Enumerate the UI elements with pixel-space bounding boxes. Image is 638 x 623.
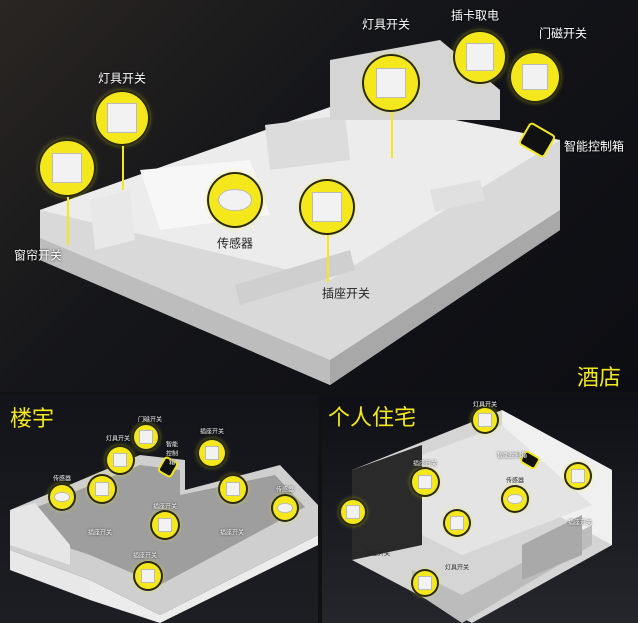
socket-switch-label: 插座开关 [152,503,178,511]
socket-switch-label: 插座开关 [199,428,225,436]
control-box-label: 智能控制箱 [165,441,178,467]
light-switch-label: 灯具开关 [472,401,498,409]
curtain-switch-label: 窗帘开关 [13,248,63,263]
light-switch-icon [364,56,418,110]
light-switch-icon [445,511,469,535]
light-switch-icon [107,447,133,473]
socket-switch-label: 插座开关 [365,550,391,558]
socket-switch-label: 插座开关 [567,519,593,527]
socket-switch-label: 插座开关 [219,529,245,537]
control-box-label: 智能控制箱 [496,452,528,460]
light-switch-label: 灯具开关 [97,71,147,86]
sensor-icon [503,487,527,511]
sensor-icon [209,174,261,226]
door-switch-label: 门磁开关 [137,416,163,424]
hotel-title: 酒店 [577,366,622,391]
socket-switch-icon [152,512,178,538]
sensor-label: 传感器 [505,477,525,485]
light-switch-icon [473,408,497,432]
socket-switch-icon [135,563,161,589]
control-box-label: 智能控制箱 [563,139,625,154]
card-power-icon [455,32,505,82]
socket-switch-icon [199,440,225,466]
socket-switch-label: 插座开关 [87,529,113,537]
light-switch-label: 灯具开关 [361,17,411,32]
building-panel: 楼宇 传感器 灯具开关 门磁开关 智能控制箱 插座开关 传感器 插座开关 插座开… [0,395,318,623]
socket-switch-icon [301,181,353,233]
socket-switch-icon [89,476,115,502]
socket-switch-label: 插座开关 [321,286,371,301]
hotel-floorplan-model [40,40,560,385]
door-switch-icon [511,53,559,101]
door-switch-label: 门磁开关 [538,26,588,41]
leader-line [122,140,124,190]
socket-switch-label: 插座开关 [132,552,158,560]
socket-switch-icon [341,500,365,524]
socket-switch-icon [412,469,438,495]
door-switch-icon [134,425,158,449]
leader-line [327,232,329,282]
sensor-label: 传感器 [275,486,295,494]
light-switch-icon [96,92,148,144]
light-switch-label: 灯具开关 [444,564,470,572]
home-title: 个人住宅 [328,406,417,431]
curtain-switch-icon [40,141,94,195]
sensor-label: 传感器 [52,475,72,483]
socket-switch-icon [220,476,246,502]
building-title: 楼宇 [10,407,55,432]
leader-line [391,108,393,158]
sensor-icon [273,496,297,520]
hotel-panel: 窗帘开关 灯具开关 传感器 插座开关 灯具开关 插卡取电 门磁开关 智能控制箱 … [0,0,638,392]
leader-line [67,190,69,245]
sensor-icon [50,485,74,509]
socket-switch-icon [566,464,590,488]
light-switch-label: 灯具开关 [105,435,131,443]
sensor-label: 传感器 [216,236,254,251]
home-panel: 个人住宅 灯具开关 插座开关 智能控制箱 传感器 插座开关 插座开关 灯具开关 [322,395,638,623]
light-switch-icon [413,571,437,595]
card-power-label: 插卡取电 [450,8,500,23]
socket-switch-label: 插座开关 [412,460,438,468]
